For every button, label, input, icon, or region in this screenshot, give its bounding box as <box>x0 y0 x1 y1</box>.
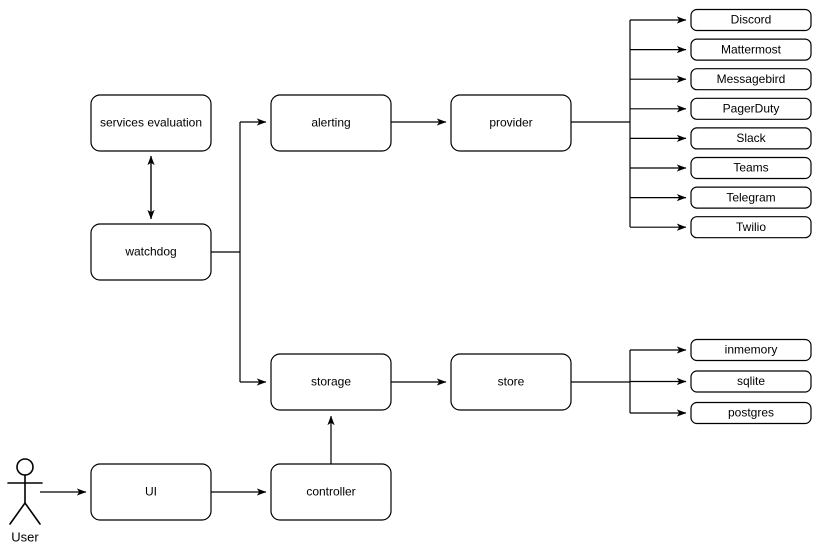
node-store[interactable]: store <box>450 353 572 411</box>
store-leaf-node[interactable]: postgres <box>690 401 812 425</box>
stick-figure-actor-icon <box>7 458 43 525</box>
provider-leaf-node[interactable]: Slack <box>690 127 812 150</box>
node-alerting[interactable]: alerting <box>270 94 392 152</box>
node-watchdog[interactable]: watchdog <box>90 223 212 281</box>
store-leaf-node[interactable]: sqlite <box>690 370 812 393</box>
provider-branch-edges <box>630 16 687 231</box>
provider-leaf-node[interactable]: Twilio <box>690 216 812 239</box>
provider-leaf-node[interactable]: Telegram <box>690 186 812 209</box>
store-leaf-nodes: inmemory sqlite postgres <box>690 338 812 425</box>
node-storage[interactable]: storage <box>270 353 392 411</box>
provider-leaf-nodes: DiscordMattermostMessagebirdPagerDutySla… <box>690 8 812 239</box>
node-services-evaluation[interactable]: services evaluation <box>90 94 212 152</box>
node-controller[interactable]: controller <box>270 463 392 521</box>
actor-user[interactable]: User <box>7 458 43 544</box>
edges-layer <box>40 16 687 496</box>
provider-leaf-node[interactable]: Messagebird <box>690 68 812 91</box>
store-branch-edges <box>630 346 687 417</box>
provider-leaf-node[interactable]: Discord <box>690 8 812 32</box>
node-ui[interactable]: UI <box>90 463 212 521</box>
provider-leaf-node[interactable]: PagerDuty <box>690 97 812 120</box>
provider-leaf-node[interactable]: Mattermost <box>690 38 812 61</box>
provider-leaf-node[interactable]: Teams <box>690 156 812 180</box>
actor-user-label: User <box>11 529 39 544</box>
store-leaf-node[interactable]: inmemory <box>690 338 812 362</box>
node-provider[interactable]: provider <box>450 94 572 152</box>
